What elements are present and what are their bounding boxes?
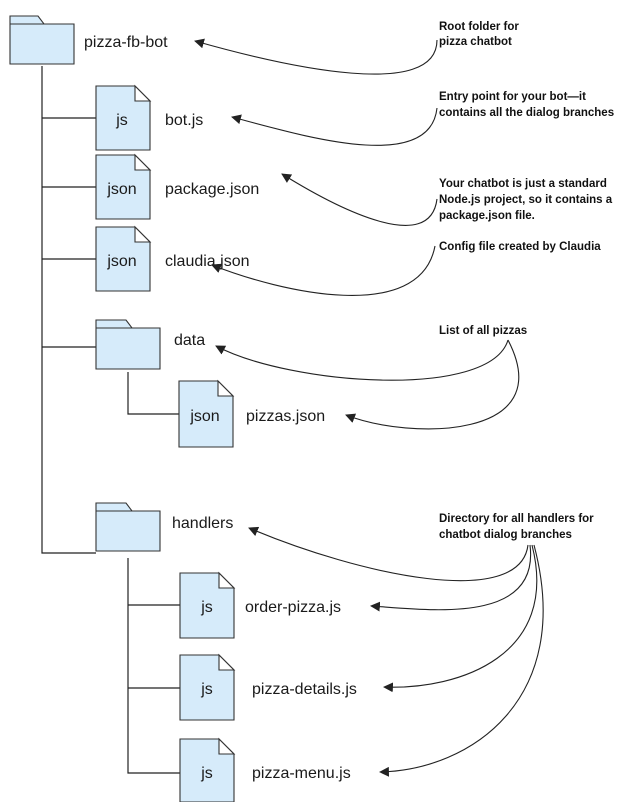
file-label-pizza-menu[interactable]: pizza-menu.js: [252, 765, 351, 782]
annotation-arrows: [194, 38, 544, 777]
arrow-pizza-details: [383, 544, 538, 693]
root-folder-label[interactable]: pizza-fb-bot: [84, 34, 168, 51]
folder-label-handlers[interactable]: handlers: [172, 515, 233, 532]
arrow-data: [215, 339, 509, 381]
annotation-claudia: Config file created by Claudia: [439, 241, 601, 253]
folder-label-data[interactable]: data: [174, 332, 205, 349]
js-file-icon-order-pizza[interactable]: [179, 571, 236, 639]
annotation-package: Your chatbot is just a standard Node.js …: [439, 178, 615, 222]
file-ext-claudia: json: [106, 253, 136, 270]
file-ext-order-pizza: js: [200, 599, 213, 616]
js-file-icon-bot[interactable]: [95, 84, 152, 151]
file-label-pizzas[interactable]: pizzas.json: [246, 408, 325, 425]
json-file-icon-claudia[interactable]: [95, 225, 152, 292]
js-file-icon-pizza-details[interactable]: [179, 653, 236, 721]
file-label-package[interactable]: package.json: [165, 181, 259, 198]
file-label-order-pizza[interactable]: order-pizza.js: [245, 599, 341, 616]
folder-icon-handlers[interactable]: [95, 502, 161, 552]
arrow-bot: [231, 107, 438, 146]
file-ext-bot: js: [115, 112, 128, 129]
folder-icon-data[interactable]: [95, 319, 161, 370]
arrow-claudia: [211, 245, 436, 296]
file-ext-pizzas: json: [189, 408, 219, 425]
arrow-handlers: [248, 526, 529, 582]
arrow-order-pizza: [370, 544, 532, 612]
arrow-pizza-menu: [379, 544, 544, 777]
json-file-icon-package[interactable]: [95, 153, 152, 220]
arrow-root: [194, 38, 438, 75]
arrow-pizzas: [345, 339, 520, 430]
file-ext-pizza-menu: js: [200, 765, 213, 782]
file-label-claudia[interactable]: claudia.json: [165, 253, 250, 270]
tree-connectors: [41, 66, 180, 774]
file-label-pizza-details[interactable]: pizza-details.js: [252, 681, 357, 698]
file-ext-pizza-details: js: [200, 681, 213, 698]
annotation-handlers: Directory for all handlers for chatbot d…: [439, 513, 597, 541]
annotation-root: Root folder for pizza chatbot: [439, 21, 522, 48]
arrow-package: [281, 173, 438, 226]
file-label-bot[interactable]: bot.js: [165, 112, 203, 129]
annotation-bot: Entry point for your bot—it contains all…: [439, 91, 614, 119]
file-ext-package: json: [106, 181, 136, 198]
js-file-icon-pizza-menu[interactable]: [179, 737, 236, 802]
annotation-pizzas: List of all pizzas: [439, 325, 527, 337]
folder-icon-root[interactable]: [9, 15, 75, 65]
json-file-icon-pizzas[interactable]: [178, 379, 235, 448]
